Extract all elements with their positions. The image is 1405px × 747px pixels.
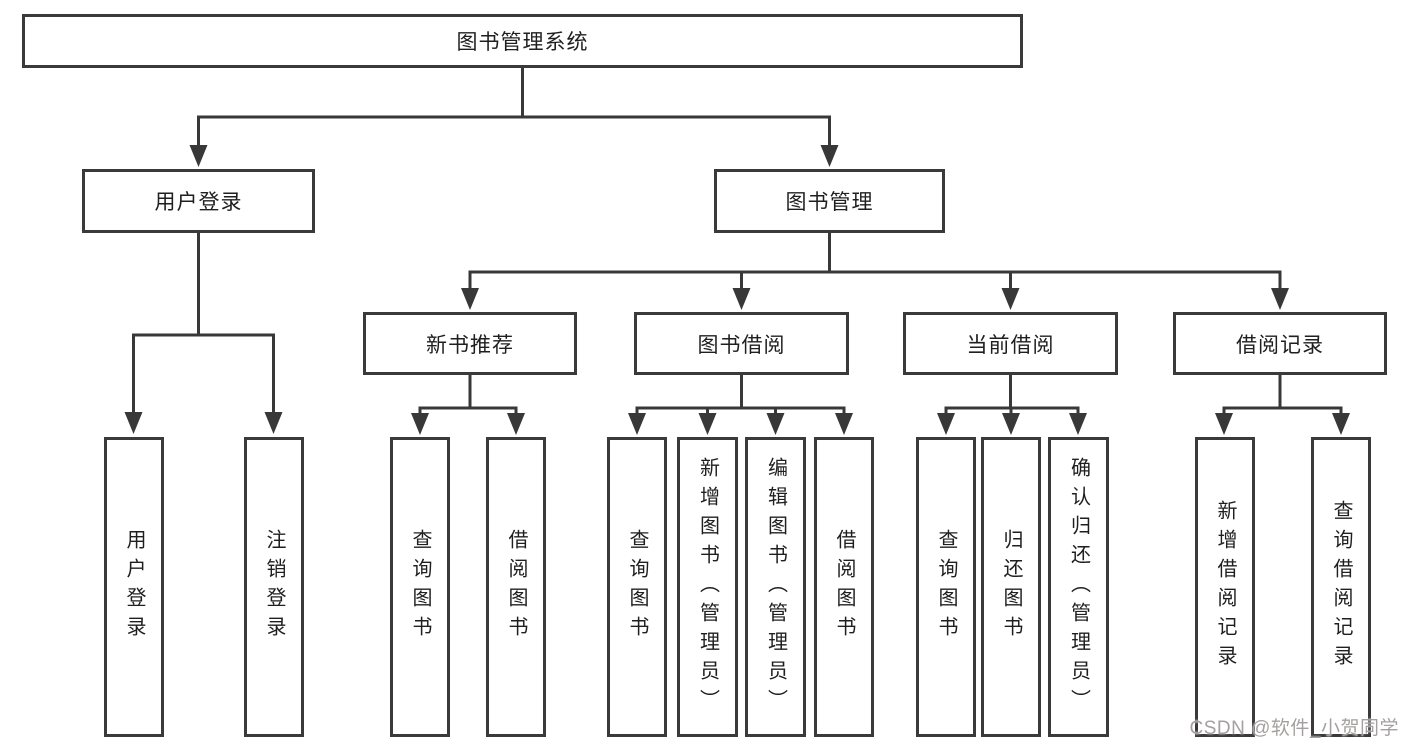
leaf-add-borrow-record: 新增借阅记录 [1195, 437, 1255, 737]
watermark: CSDN @软件_小贺同学 [1189, 718, 1399, 739]
leaf-query-books-borrow: 查询图书 [607, 437, 667, 737]
leaf-query-books-recommend: 查询图书 [390, 437, 450, 737]
leaf-add-book-admin: 新增图书（管理员） [677, 437, 738, 737]
node-book-borrowing: 图书借阅 [634, 312, 849, 375]
leaf-user-login: 用户登录 [104, 437, 164, 737]
leaf-edit-book-admin: 编辑图书（管理员） [745, 437, 806, 737]
node-root: 图书管理系统 [22, 14, 1023, 68]
node-new-book-recommendation: 新书推荐 [363, 312, 577, 375]
leaf-borrow-books-recommend: 借阅图书 [486, 437, 546, 737]
leaf-query-borrow-record: 查询借阅记录 [1311, 437, 1371, 737]
node-book-management: 图书管理 [714, 169, 945, 233]
node-user-login: 用户登录 [82, 169, 315, 233]
leaf-borrow-books: 借阅图书 [814, 437, 874, 737]
leaf-return-books: 归还图书 [981, 437, 1041, 737]
leaf-logout: 注销登录 [244, 437, 304, 737]
node-current-borrowing: 当前借阅 [903, 312, 1118, 375]
leaf-query-books-current: 查询图书 [916, 437, 976, 737]
node-borrowing-records: 借阅记录 [1173, 312, 1387, 375]
leaf-confirm-return-admin: 确认归还（管理员） [1048, 437, 1109, 737]
